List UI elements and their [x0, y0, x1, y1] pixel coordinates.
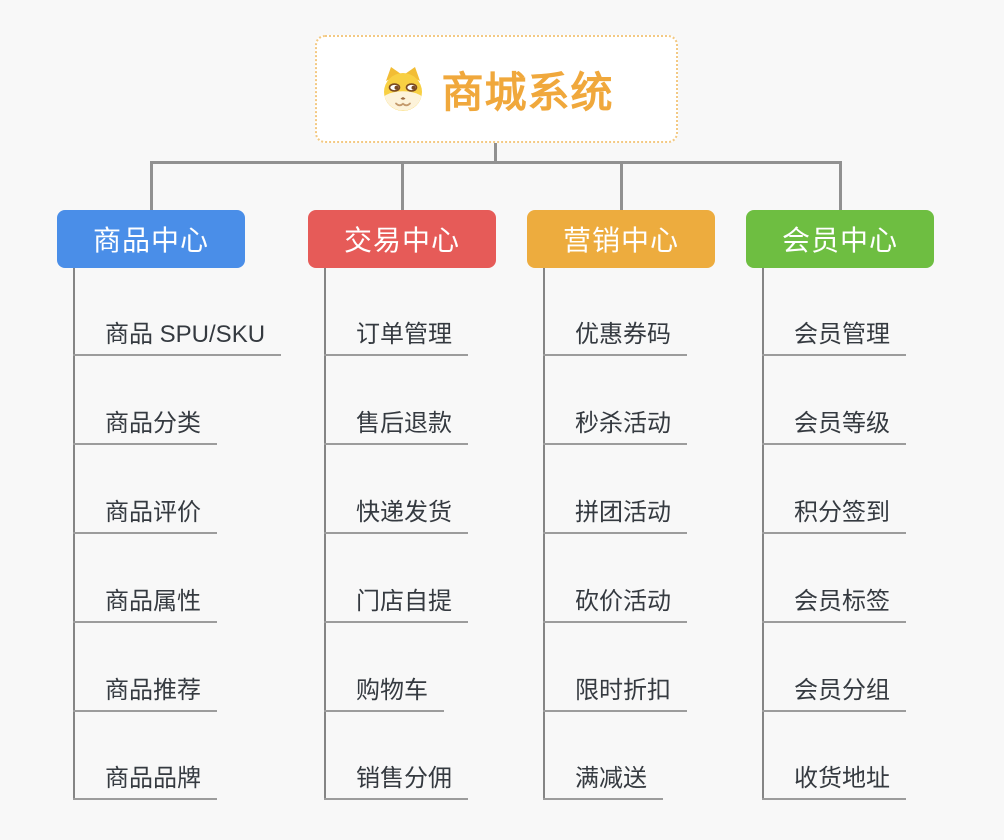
branch-child-topic[interactable]: 拼团活动: [543, 494, 687, 534]
branch-child-topic[interactable]: 收货地址: [762, 760, 906, 800]
branch-header-label: 会员中心: [781, 225, 898, 256]
branch-header[interactable]: 交易中心: [308, 210, 496, 268]
branch-header[interactable]: 商品中心: [57, 210, 245, 268]
branch-child-topic[interactable]: 商品 SPU/SKU: [73, 316, 282, 356]
root-topic-title: 商城系统: [441, 68, 614, 116]
root-topic[interactable]: 商城系统: [315, 35, 678, 143]
branch-child-topic[interactable]: 积分签到: [762, 494, 906, 534]
branch-child-topic[interactable]: 订单管理: [324, 316, 468, 356]
connector-line: [400, 164, 404, 210]
connector-line: [149, 164, 153, 210]
branch-header[interactable]: 会员中心: [746, 210, 934, 268]
branch-child-topic[interactable]: 会员分组: [762, 672, 906, 712]
branch-header-label: 商品中心: [92, 225, 209, 256]
connector-line: [838, 164, 842, 210]
connector-line: [493, 143, 497, 164]
branch-child-topic[interactable]: 购物车: [324, 672, 444, 712]
dog-face-icon: [379, 65, 427, 113]
branch-child-topic[interactable]: 会员标签: [762, 583, 906, 623]
branch-child-topic[interactable]: 砍价活动: [543, 583, 687, 623]
branch-child-topic[interactable]: 商品评价: [73, 494, 217, 534]
branch-child-topic[interactable]: 售后退款: [324, 405, 468, 445]
branch-child-topic[interactable]: 销售分佣: [324, 760, 468, 800]
connector-line: [619, 164, 623, 210]
branch-child-topic[interactable]: 门店自提: [324, 583, 468, 623]
branch-header-label: 营销中心: [562, 225, 679, 256]
branch-child-topic[interactable]: 商品属性: [73, 583, 217, 623]
branch-child-topic[interactable]: 商品推荐: [73, 672, 217, 712]
branch-child-topic[interactable]: 会员等级: [762, 405, 906, 445]
branch-child-topic[interactable]: 商品品牌: [73, 760, 217, 800]
branch-child-topic[interactable]: 优惠券码: [543, 316, 687, 356]
connector-line: [149, 161, 842, 164]
branch-child-topic[interactable]: 限时折扣: [543, 672, 687, 712]
branch-child-topic[interactable]: 秒杀活动: [543, 405, 687, 445]
branch-header[interactable]: 营销中心: [527, 210, 715, 268]
branch-header-label: 交易中心: [343, 225, 460, 256]
branch-child-topic[interactable]: 快递发货: [324, 494, 468, 534]
branch-child-topic[interactable]: 会员管理: [762, 316, 906, 356]
branch-child-topic[interactable]: 商品分类: [73, 405, 217, 445]
branch-child-topic[interactable]: 满减送: [543, 760, 663, 800]
